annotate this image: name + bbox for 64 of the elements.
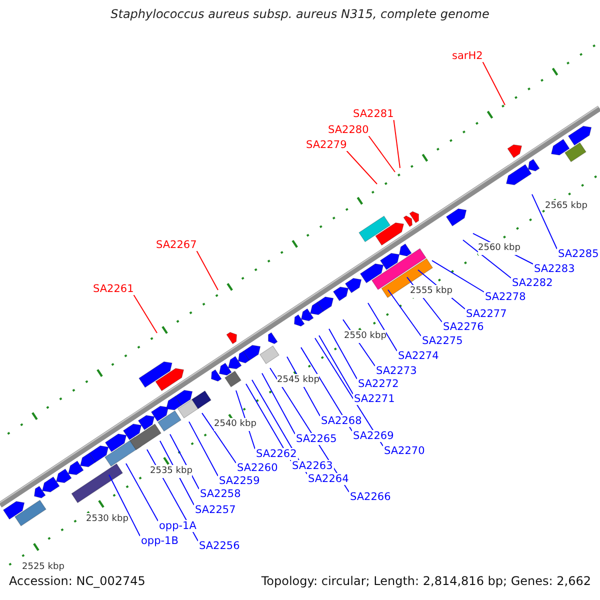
gene-label: SA2275 xyxy=(421,335,464,347)
gene-label: SA2281 xyxy=(352,108,395,120)
gene-label: opp-1B xyxy=(140,535,180,547)
gene-label: SA2272 xyxy=(357,378,400,390)
leader-line xyxy=(482,62,506,106)
gene-label: SA2264 xyxy=(307,473,350,485)
leader-line xyxy=(126,462,158,522)
gene-label: SA2273 xyxy=(375,365,418,377)
gene-label: SA2261 xyxy=(92,283,135,295)
leader-line xyxy=(368,302,398,352)
gene-label: SA2260 xyxy=(236,462,279,474)
leader-line xyxy=(532,194,558,250)
scale-label: 2545 kbp xyxy=(277,374,320,387)
scale-label: 2540 kbp xyxy=(214,418,256,431)
leader-line xyxy=(432,260,484,292)
leader-line xyxy=(300,346,352,432)
gene-label: SA2256 xyxy=(198,540,241,552)
gene-label: SA2268 xyxy=(320,415,363,427)
map-title: Staphylococcus aureus subsp. aureus N315, complete genome xyxy=(110,8,490,21)
gene-label: SA2282 xyxy=(511,277,554,289)
gene-label: SA2276 xyxy=(442,321,485,333)
gene-label: SA2277 xyxy=(465,308,508,320)
gene-label: opp-1A xyxy=(158,520,198,532)
gene-label: SA2283 xyxy=(533,263,576,275)
leader-line xyxy=(393,120,400,168)
gene-label: SA2257 xyxy=(194,504,237,516)
scale-label: 2555 kbp xyxy=(410,285,452,298)
scale-label: 2525 kbp xyxy=(22,561,64,574)
gene-label: SA2262 xyxy=(255,448,298,460)
leader-line xyxy=(133,294,158,334)
leader-line xyxy=(202,412,236,464)
gene-label: SA2270 xyxy=(383,445,426,457)
scale-label: 2565 kbp xyxy=(545,200,588,213)
scale-label: 2535 kbp xyxy=(150,465,192,478)
gene-label: SA2274 xyxy=(397,350,440,362)
scale-label: 2530 kbp xyxy=(86,513,128,526)
leader-line xyxy=(196,250,218,290)
gene-label: SA2259 xyxy=(218,475,261,487)
gene-label: SA2267 xyxy=(155,239,198,251)
gene-label: SA2285 xyxy=(557,248,600,260)
gene-label: SA2258 xyxy=(199,488,242,500)
gene-label: SA2266 xyxy=(349,491,392,503)
gene-label: SA2278 xyxy=(484,291,527,303)
accession-text: Accession: NC_002745 xyxy=(9,575,146,588)
leader-line xyxy=(346,150,378,184)
leader-line xyxy=(262,372,296,434)
scale-label: 2560 kbp xyxy=(478,242,520,255)
gene-label: SA2265 xyxy=(295,433,338,445)
leader-line xyxy=(368,136,396,172)
gene-label: SA2271 xyxy=(353,393,396,405)
leader-line xyxy=(328,328,358,380)
leader-line xyxy=(388,289,422,336)
gene-label: sarH2 xyxy=(451,50,484,62)
gene-label: SA2263 xyxy=(291,460,334,472)
leader-line xyxy=(108,474,140,536)
genome-stats-text: Topology: circular; Length: 2,814,816 bp; Genes: 2,662 xyxy=(261,575,591,588)
scale-label: 2550 kbp xyxy=(344,330,386,343)
gene-label: SA2269 xyxy=(352,430,395,442)
gene-label: SA2279 xyxy=(305,139,348,151)
leader-line xyxy=(188,421,218,476)
leader-line xyxy=(314,338,384,446)
leader-line xyxy=(318,335,354,394)
leader-line xyxy=(462,240,512,278)
gene-label: SA2280 xyxy=(327,124,370,136)
